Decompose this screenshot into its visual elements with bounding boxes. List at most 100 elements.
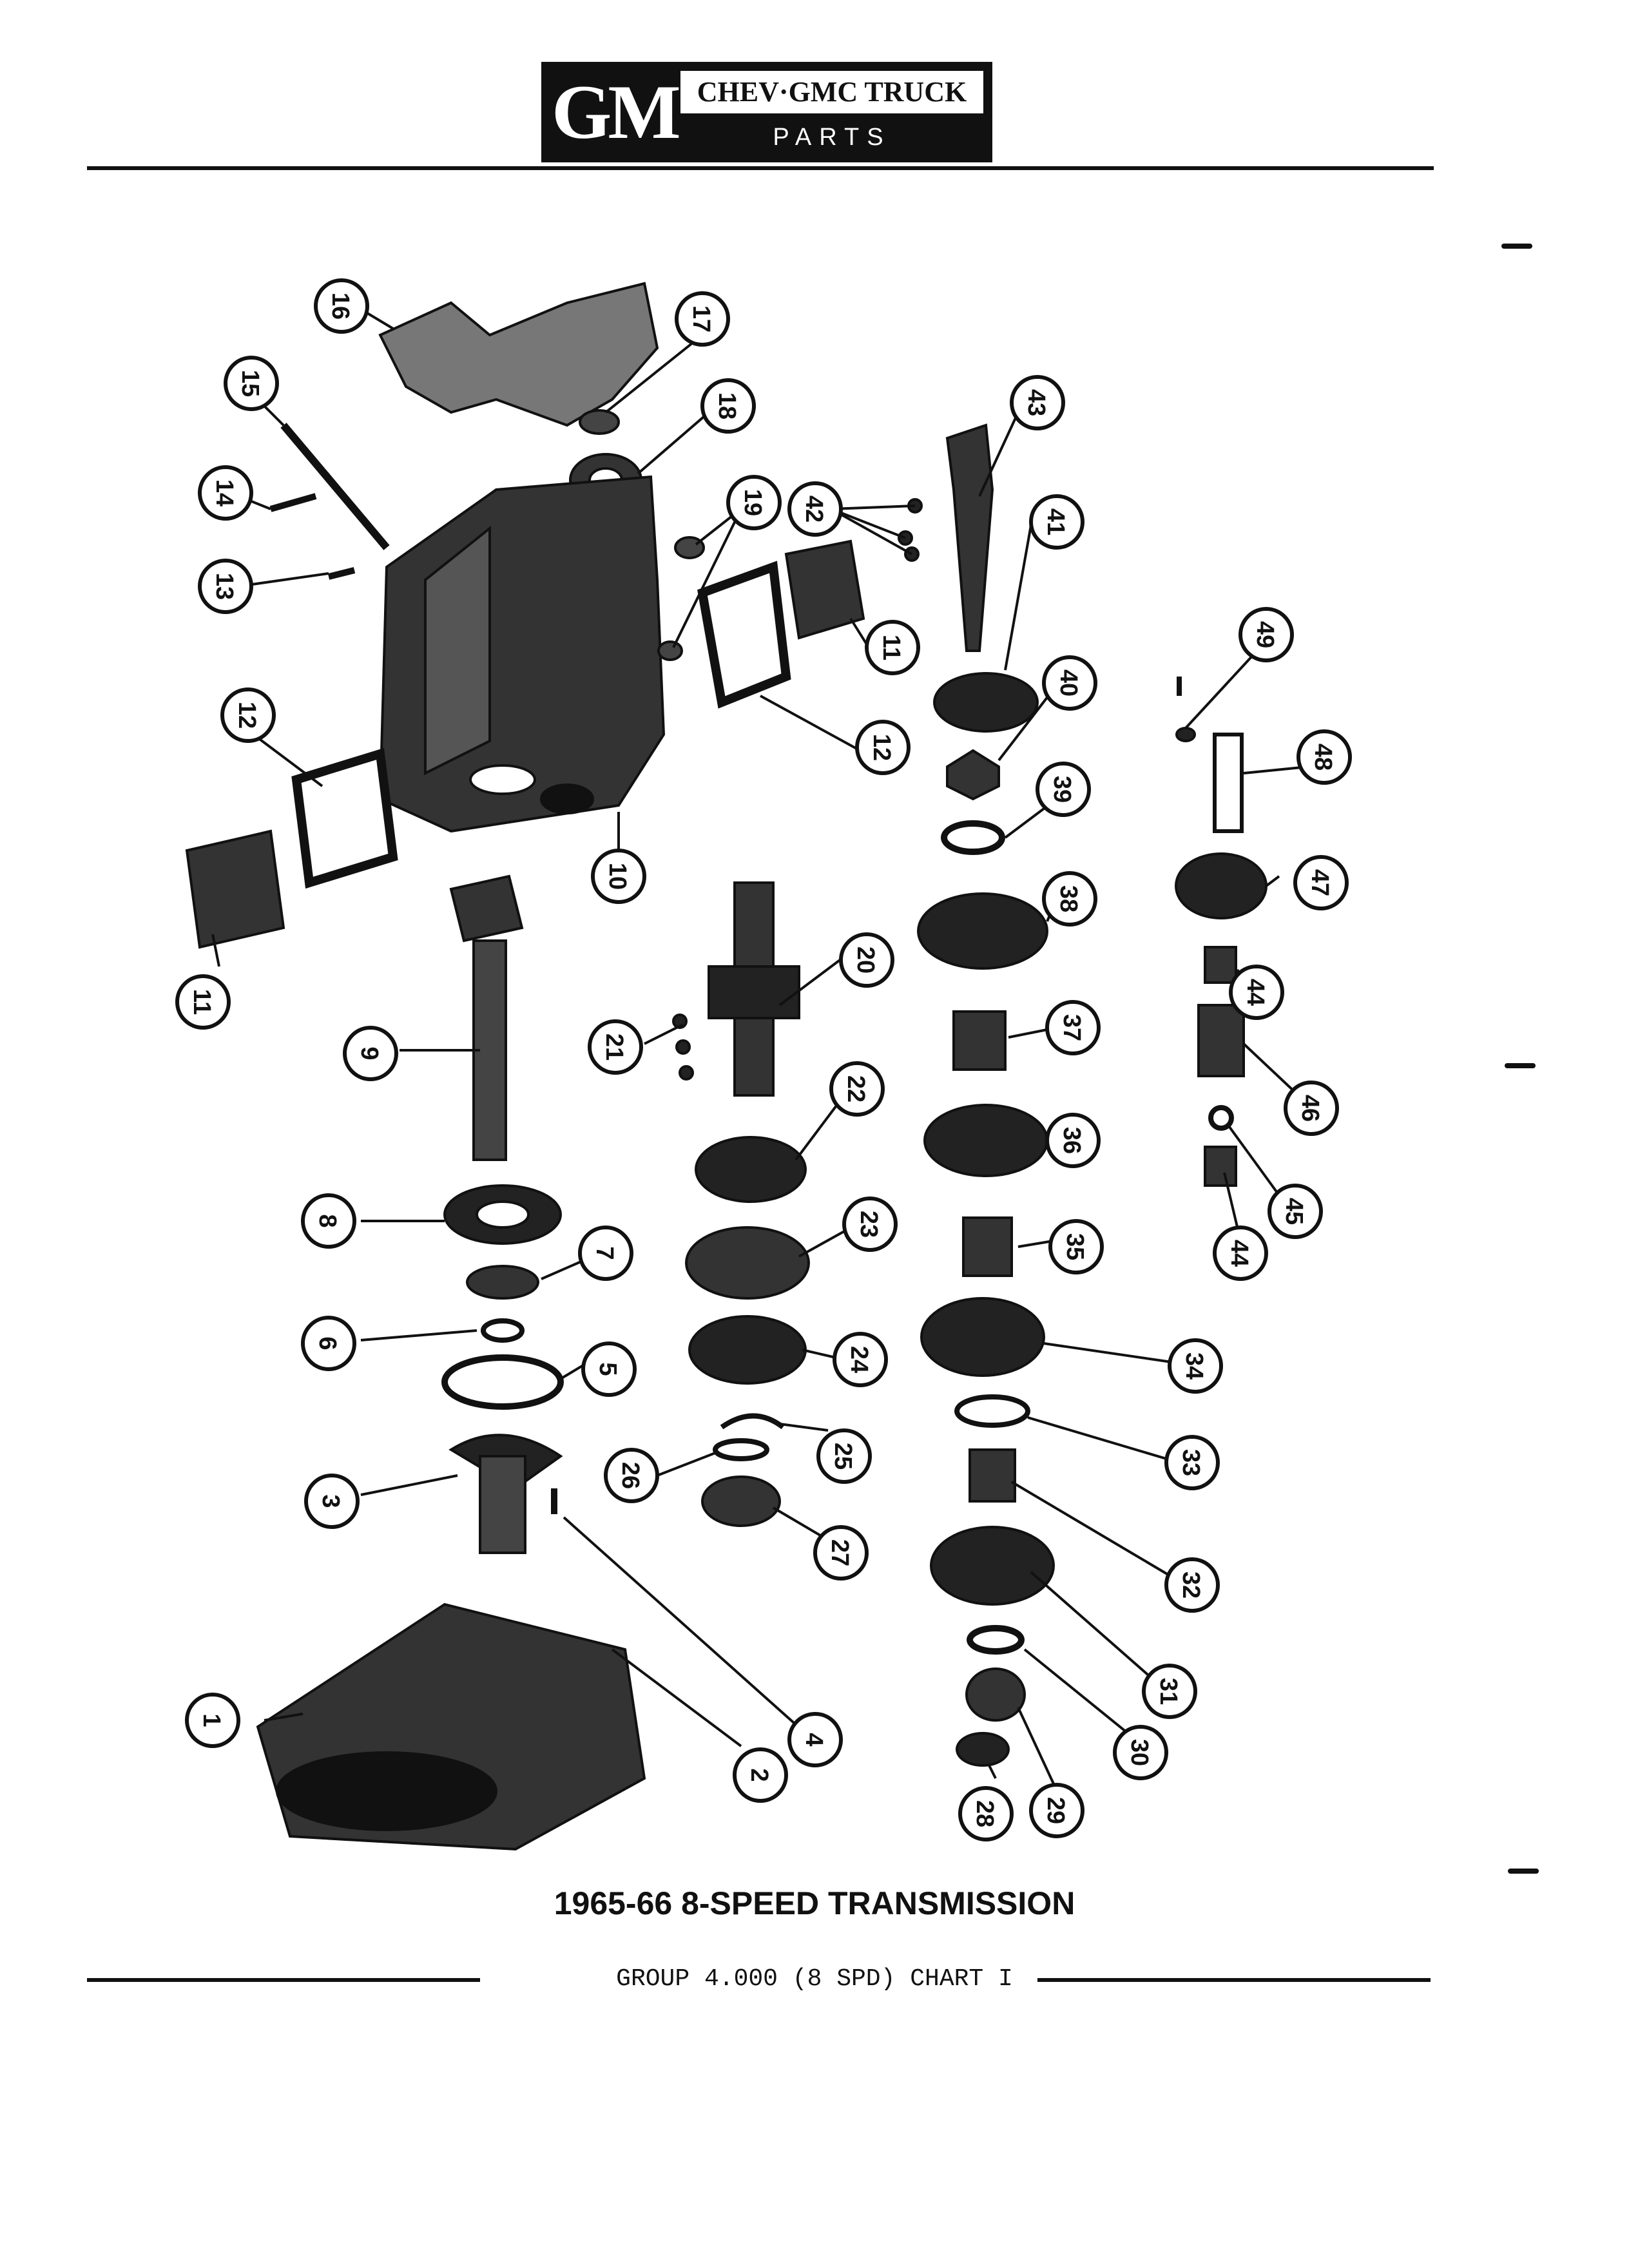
- mainshaft-43: [945, 423, 994, 652]
- callout-number: 2: [746, 1768, 773, 1782]
- fitting-13: [327, 567, 356, 580]
- callout-circle: [1168, 1338, 1223, 1394]
- callout-circle: [855, 720, 911, 775]
- callout-circle: [1010, 375, 1065, 430]
- callout-number: 44: [1242, 979, 1269, 1006]
- callout-number: 25: [829, 1443, 856, 1470]
- callout-11: 11: [865, 620, 920, 675]
- callout-number: 3: [317, 1494, 344, 1508]
- callout-circle: [198, 465, 253, 521]
- sleeve-35: [962, 1216, 1013, 1277]
- callout-circle: [700, 378, 756, 434]
- callout-number: 49: [1251, 621, 1278, 648]
- callout-14: 14: [198, 465, 253, 521]
- callout-46: 46: [1284, 1081, 1339, 1136]
- callout-33: 33: [1164, 1435, 1220, 1490]
- callout-8: 8: [301, 1193, 356, 1249]
- callout-circle: [1045, 1113, 1101, 1168]
- callout-number: 12: [233, 702, 260, 729]
- gear-31: [930, 1526, 1055, 1606]
- callout-44: 44: [1213, 1225, 1268, 1281]
- callout-circle: [175, 974, 231, 1030]
- callout-circle: [304, 1474, 360, 1529]
- callout-circle: [604, 1448, 659, 1503]
- main-drive-gear: [449, 874, 524, 943]
- callout-35: 35: [1048, 1219, 1104, 1274]
- callout-circle: [185, 1693, 240, 1748]
- callout-number: 4: [800, 1733, 827, 1746]
- seal-17: [579, 409, 620, 435]
- callout-number: 39: [1048, 776, 1075, 803]
- callout-circle: [816, 1428, 872, 1484]
- callout-5: 5: [581, 1341, 637, 1397]
- callout-number: 48: [1309, 744, 1336, 771]
- callout-circle: [787, 1712, 843, 1767]
- bolt-14: [269, 493, 317, 512]
- callout-number: 36: [1058, 1127, 1085, 1154]
- callout-circle: [1229, 965, 1284, 1020]
- washer-33: [954, 1394, 1030, 1428]
- callout-48: 48: [1296, 729, 1352, 785]
- callout-42: 42: [787, 481, 843, 537]
- shaft-48: [1213, 733, 1244, 833]
- callout-number: 15: [236, 370, 264, 397]
- callout-number: 13: [211, 573, 238, 600]
- parts-layer: [185, 282, 1268, 1851]
- callout-circle: [1042, 871, 1097, 927]
- callout-circle: [591, 849, 646, 904]
- callout-number: 43: [1023, 389, 1050, 416]
- callout-number: 21: [601, 1033, 628, 1061]
- callout-circle: [865, 620, 920, 675]
- callout-circle: [581, 1341, 637, 1397]
- callout-circle: [813, 1525, 869, 1581]
- callout-number: 31: [1155, 1678, 1182, 1705]
- snap-ring-25: [720, 1413, 785, 1430]
- callout-number: 20: [852, 947, 879, 974]
- pto-cover-right: [784, 539, 865, 640]
- callout-number: 5: [594, 1362, 621, 1376]
- brand-text: CHEV·GMC TRUCK: [680, 71, 983, 113]
- callout-number: 41: [1042, 508, 1069, 535]
- callout-circle: [833, 1332, 888, 1387]
- callout-circle: [578, 1225, 633, 1281]
- callout-circle: [958, 1786, 1014, 1841]
- callout-23: 23: [842, 1196, 898, 1252]
- callout-41: 41: [1029, 494, 1084, 550]
- diagram-title: 1965-66 8-SPEED TRANSMISSION: [554, 1885, 1075, 1921]
- gear-24: [688, 1315, 807, 1385]
- gear-46: [1197, 1004, 1245, 1077]
- callout-17: 17: [675, 291, 730, 347]
- callout-circle: [588, 1019, 643, 1075]
- callout-15: 15: [224, 356, 279, 411]
- bearing-44b: [1204, 1146, 1237, 1187]
- callout-circle: [1268, 1184, 1323, 1239]
- bearing-28: [956, 1732, 1010, 1767]
- edge-mark-1: [1501, 244, 1532, 249]
- callout-3: 3: [304, 1474, 360, 1529]
- callout-circle: [1296, 729, 1352, 785]
- callout-11: 11: [175, 974, 231, 1030]
- callout-9: 9: [343, 1026, 398, 1081]
- plug-19b: [657, 640, 683, 661]
- callout-number: 32: [1177, 1571, 1204, 1599]
- callout-circle: [675, 291, 730, 347]
- callout-circle: [787, 481, 843, 537]
- callout-47: 47: [1293, 855, 1349, 910]
- callout-circle: [314, 278, 369, 334]
- ring-45: [1208, 1105, 1234, 1131]
- callout-number: 14: [211, 479, 238, 506]
- gear-38: [917, 892, 1048, 970]
- callout-29: 29: [1029, 1783, 1084, 1838]
- callout-circle: [1029, 494, 1084, 550]
- sleeve-32: [969, 1448, 1016, 1503]
- callout-31: 31: [1142, 1664, 1197, 1719]
- seal-6: [481, 1318, 525, 1343]
- footer-rule-right: [1037, 1978, 1431, 1982]
- gasket-5: [441, 1354, 564, 1410]
- edge-mark-2: [1505, 1063, 1536, 1068]
- callout-number: 30: [1126, 1739, 1153, 1766]
- callout-circle: [1213, 1225, 1268, 1281]
- callout-circle: [224, 356, 279, 411]
- pto-gasket-right: [697, 561, 791, 709]
